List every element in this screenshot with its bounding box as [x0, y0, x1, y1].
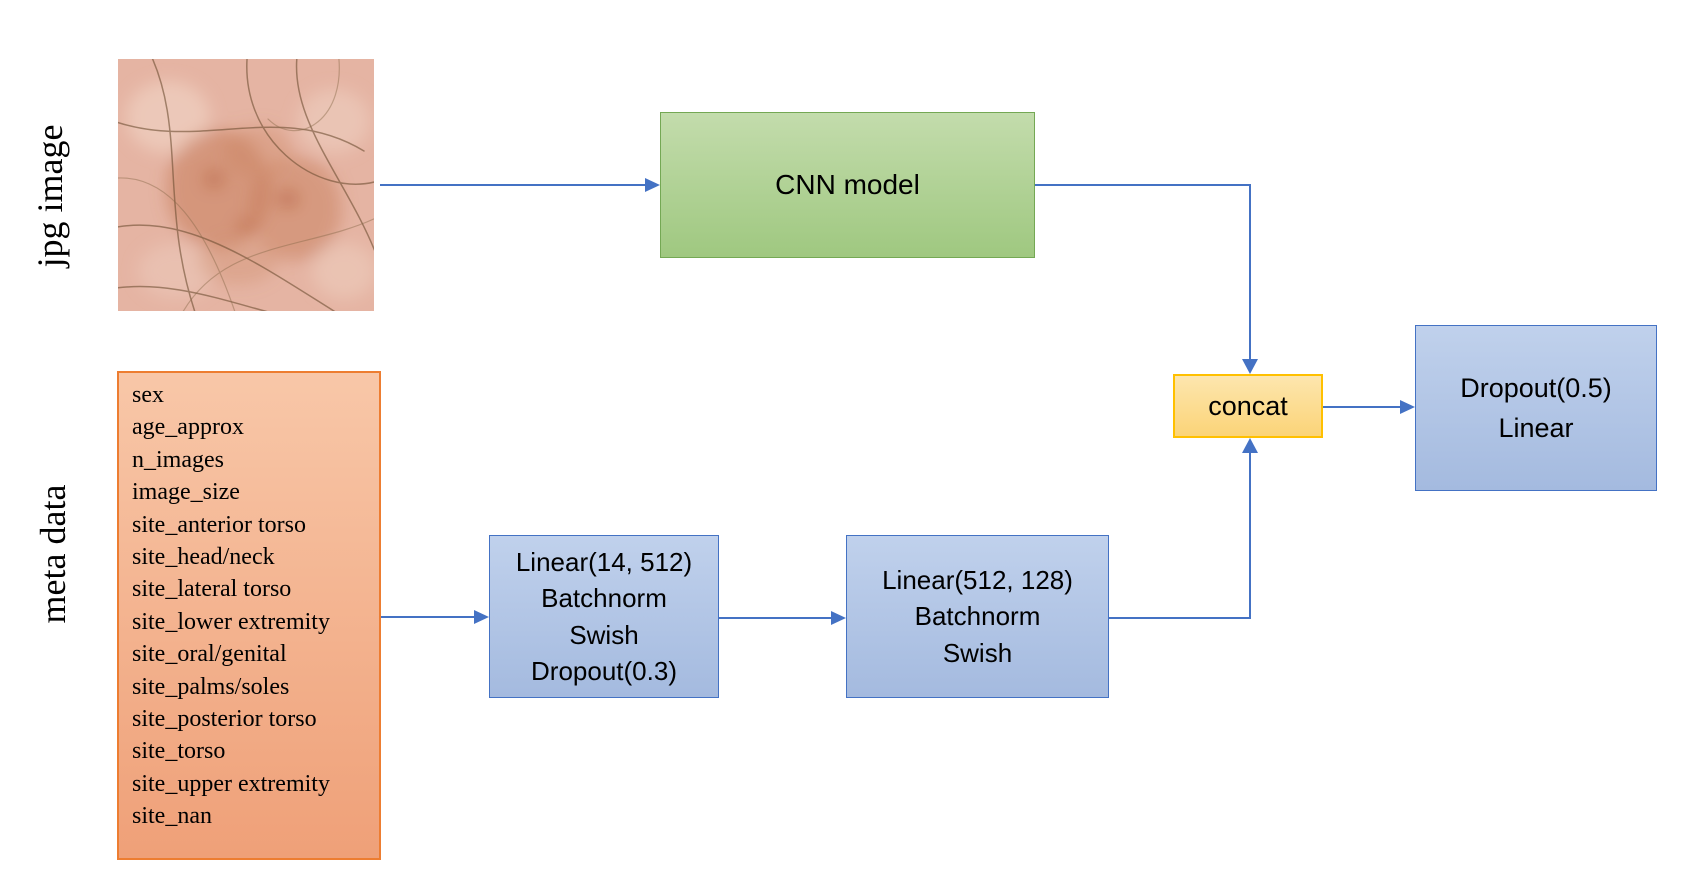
meta-field: site_nan [132, 803, 212, 830]
concat-box: concat [1173, 374, 1323, 438]
hair-strands [118, 59, 374, 311]
head-line: Linear [1498, 413, 1574, 443]
arrowhead-into-mlp2 [831, 611, 846, 625]
meta-mlp-block-1: Linear(14, 512) Batchnorm Swish Dropout(… [489, 535, 719, 698]
jpg-image-row-label: jpg image [30, 124, 70, 268]
meta-features-box: sex age_approx n_images image_size site_… [117, 371, 381, 860]
arrowhead-into-concat-bottom [1242, 438, 1258, 453]
meta-field: site_lateral torso [132, 576, 292, 603]
meta-field: site_oral/genital [132, 641, 287, 668]
head-line: Dropout(0.5) [1460, 373, 1612, 403]
meta-field: site_lower extremity [132, 608, 330, 635]
meta-field: site_anterior torso [132, 511, 306, 538]
hair-strands-light [118, 59, 374, 311]
meta-mlp-block-2: Linear(512, 128) Batchnorm Swish [846, 535, 1109, 698]
cnn-model-box: CNN model [660, 112, 1035, 258]
arrowhead-into-mlp1 [474, 610, 489, 624]
arrow-cnn-to-concat [1035, 184, 1251, 360]
mlp1-line: Dropout(0.3) [531, 656, 677, 686]
meta-field: site_palms/soles [132, 673, 290, 700]
meta-data-row-label: meta data [33, 484, 73, 624]
meta-field: site_upper extremity [132, 770, 330, 797]
arrowhead-into-concat-top [1242, 359, 1258, 374]
meta-field: sex [132, 382, 164, 408]
meta-field: age_approx [132, 414, 244, 441]
skin-lesion-image [118, 59, 374, 311]
meta-field: site_torso [132, 738, 226, 765]
meta-field: site_posterior torso [132, 706, 317, 733]
mlp1-line: Batchnorm [541, 583, 667, 613]
meta-field: n_images [132, 446, 224, 473]
cnn-model-label: CNN model [775, 169, 920, 200]
mlp2-line: Swish [942, 637, 1013, 668]
arrowhead-into-head [1400, 400, 1415, 414]
mlp2-line: Linear(512, 128) [882, 564, 1073, 595]
mlp2-line: Batchnorm [914, 601, 1041, 632]
classifier-head-box: Dropout(0.5) Linear [1415, 325, 1657, 491]
concat-label: concat [1208, 390, 1288, 421]
arrow-mlp2-to-concat [1109, 452, 1251, 619]
arrowhead-into-cnn [645, 178, 660, 192]
mlp1-line: Swish [569, 619, 639, 650]
mlp1-line: Linear(14, 512) [515, 546, 693, 577]
meta-field: site_head/neck [132, 544, 275, 571]
meta-field: image_size [132, 479, 240, 506]
